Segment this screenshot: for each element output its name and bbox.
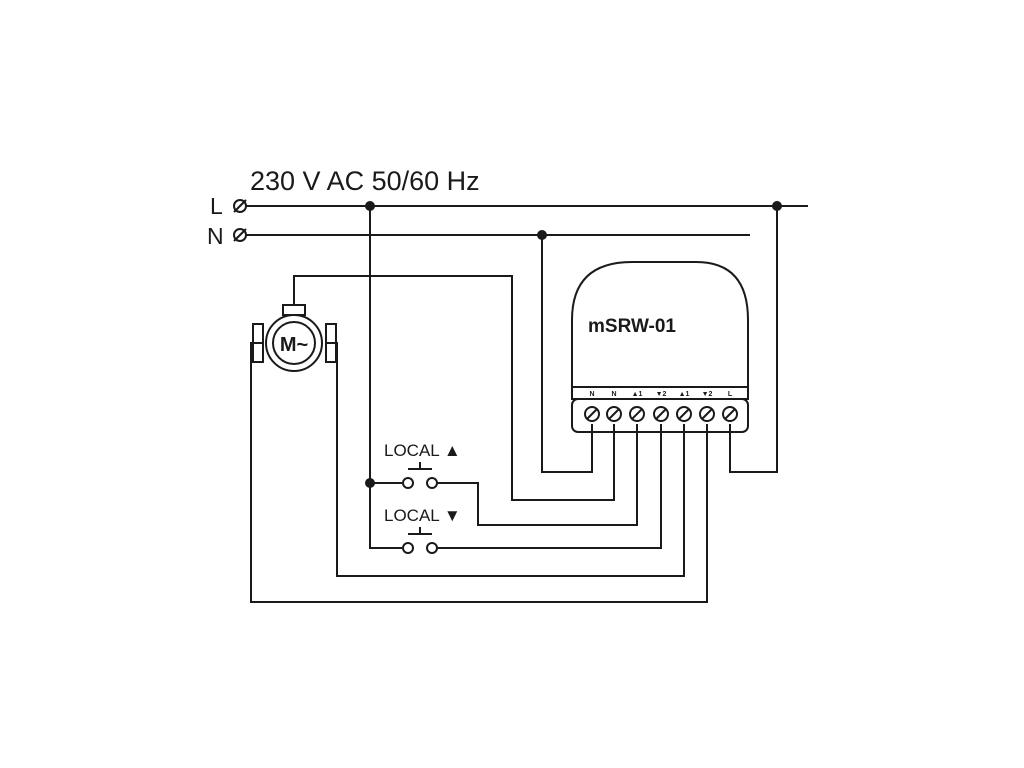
n-to-module-wire [541, 235, 593, 473]
terminal-screw-icon [629, 406, 645, 422]
local-up-label: LOCAL ▲ [384, 441, 461, 460]
terminal-label: ▲1 [632, 391, 643, 398]
terminal-screw-icon [699, 406, 715, 422]
terminal-screw-icon [676, 406, 692, 422]
terminal-screws [584, 406, 738, 422]
terminal-screw-icon [653, 406, 669, 422]
local-up-switch: LOCAL ▲ [384, 441, 461, 489]
supply-label: 230 V AC 50/60 Hz [250, 166, 480, 196]
terminal-label: L [728, 391, 733, 398]
local-down-switch-wire [437, 424, 662, 549]
line-n-label: N [207, 223, 224, 249]
motor-up-wire [326, 342, 685, 577]
terminal-label: N [611, 391, 616, 398]
line-l-terminal-icon [233, 199, 247, 213]
msrw-01-module: mSRW-01 N N ▲1 ▼2 ▲1 ▼2 L [571, 261, 749, 433]
terminal-screw-icon [584, 406, 600, 422]
local-down-label: LOCAL ▼ [384, 506, 461, 525]
l-to-switches-wire [369, 206, 402, 549]
terminal-labels: N N ▲1 ▼2 ▲1 ▼2 L [589, 391, 732, 398]
motor-label: M~ [280, 334, 308, 356]
terminal-screw-icon [606, 406, 622, 422]
l-to-module-wire [729, 206, 778, 473]
motor-neutral-wire [293, 275, 615, 501]
module-name: mSRW-01 [588, 316, 676, 337]
terminal-label: ▼2 [702, 391, 713, 398]
line-n-terminal-icon [233, 228, 247, 242]
motor: M~ [252, 304, 337, 372]
terminal-label: N [589, 391, 594, 398]
terminal-label: ▲1 [679, 391, 690, 398]
terminal-screw-icon [722, 406, 738, 422]
local-up-switch-wire [437, 424, 638, 526]
motor-down-wire [250, 342, 708, 603]
local-down-switch: LOCAL ▼ [384, 506, 461, 554]
line-l-label: L [210, 193, 223, 219]
terminal-label: ▼2 [656, 391, 667, 398]
